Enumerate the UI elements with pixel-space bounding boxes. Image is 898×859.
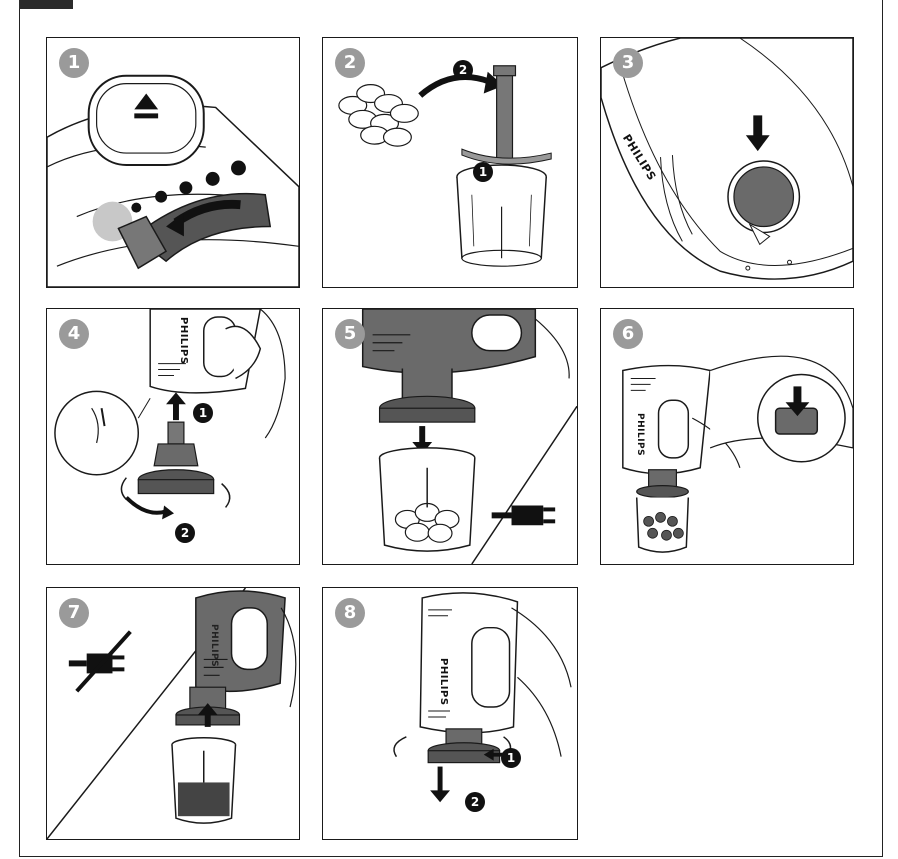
step-number: 8 <box>335 598 365 628</box>
step-panel-3: PHILIPS 3 <box>600 37 854 288</box>
motor-on-bowl-icon <box>323 309 577 564</box>
step-number: 7 <box>59 598 89 628</box>
brand-label: PHILIPS <box>438 658 449 706</box>
sub-step-badge: 2 <box>453 60 473 80</box>
gearbox-attach-icon <box>47 309 299 564</box>
step-number: 3 <box>613 48 643 78</box>
sub-step-badge: 1 <box>193 403 213 423</box>
brand-label: PHILIPS <box>178 317 189 365</box>
release-button-icon <box>47 38 299 287</box>
sub-step-badge: 2 <box>465 792 485 812</box>
step-number: 4 <box>59 319 89 349</box>
sub-step-badge: 2 <box>175 523 195 543</box>
sub-step-badge: 1 <box>501 748 521 768</box>
chopper-blade-insert-icon <box>323 38 577 287</box>
step-panel-4: 4 1 2 PHILIPS <box>46 308 300 565</box>
step-panel-6: PHILIPS 6 <box>600 308 854 565</box>
step-panel-8: PHILIPS 8 1 2 <box>322 587 578 840</box>
step-panel-7: PHILIPS 7 <box>46 587 300 840</box>
step-panel-5: 5 <box>322 308 578 565</box>
detach-gearbox-icon <box>323 588 577 839</box>
step-panel-1: 1 <box>46 37 300 288</box>
step-number: 6 <box>613 319 643 349</box>
step-number: 5 <box>335 319 365 349</box>
corner-tab <box>19 0 73 9</box>
step-number: 2 <box>335 48 365 78</box>
brand-label: PHILIPS <box>635 413 645 456</box>
brand-label: PHILIPS <box>209 624 219 667</box>
step-panel-2: 2 1 2 <box>322 37 578 288</box>
sub-step-badge: 1 <box>473 162 493 182</box>
unplug-lift-icon <box>47 588 299 839</box>
step-number: 1 <box>59 48 89 78</box>
